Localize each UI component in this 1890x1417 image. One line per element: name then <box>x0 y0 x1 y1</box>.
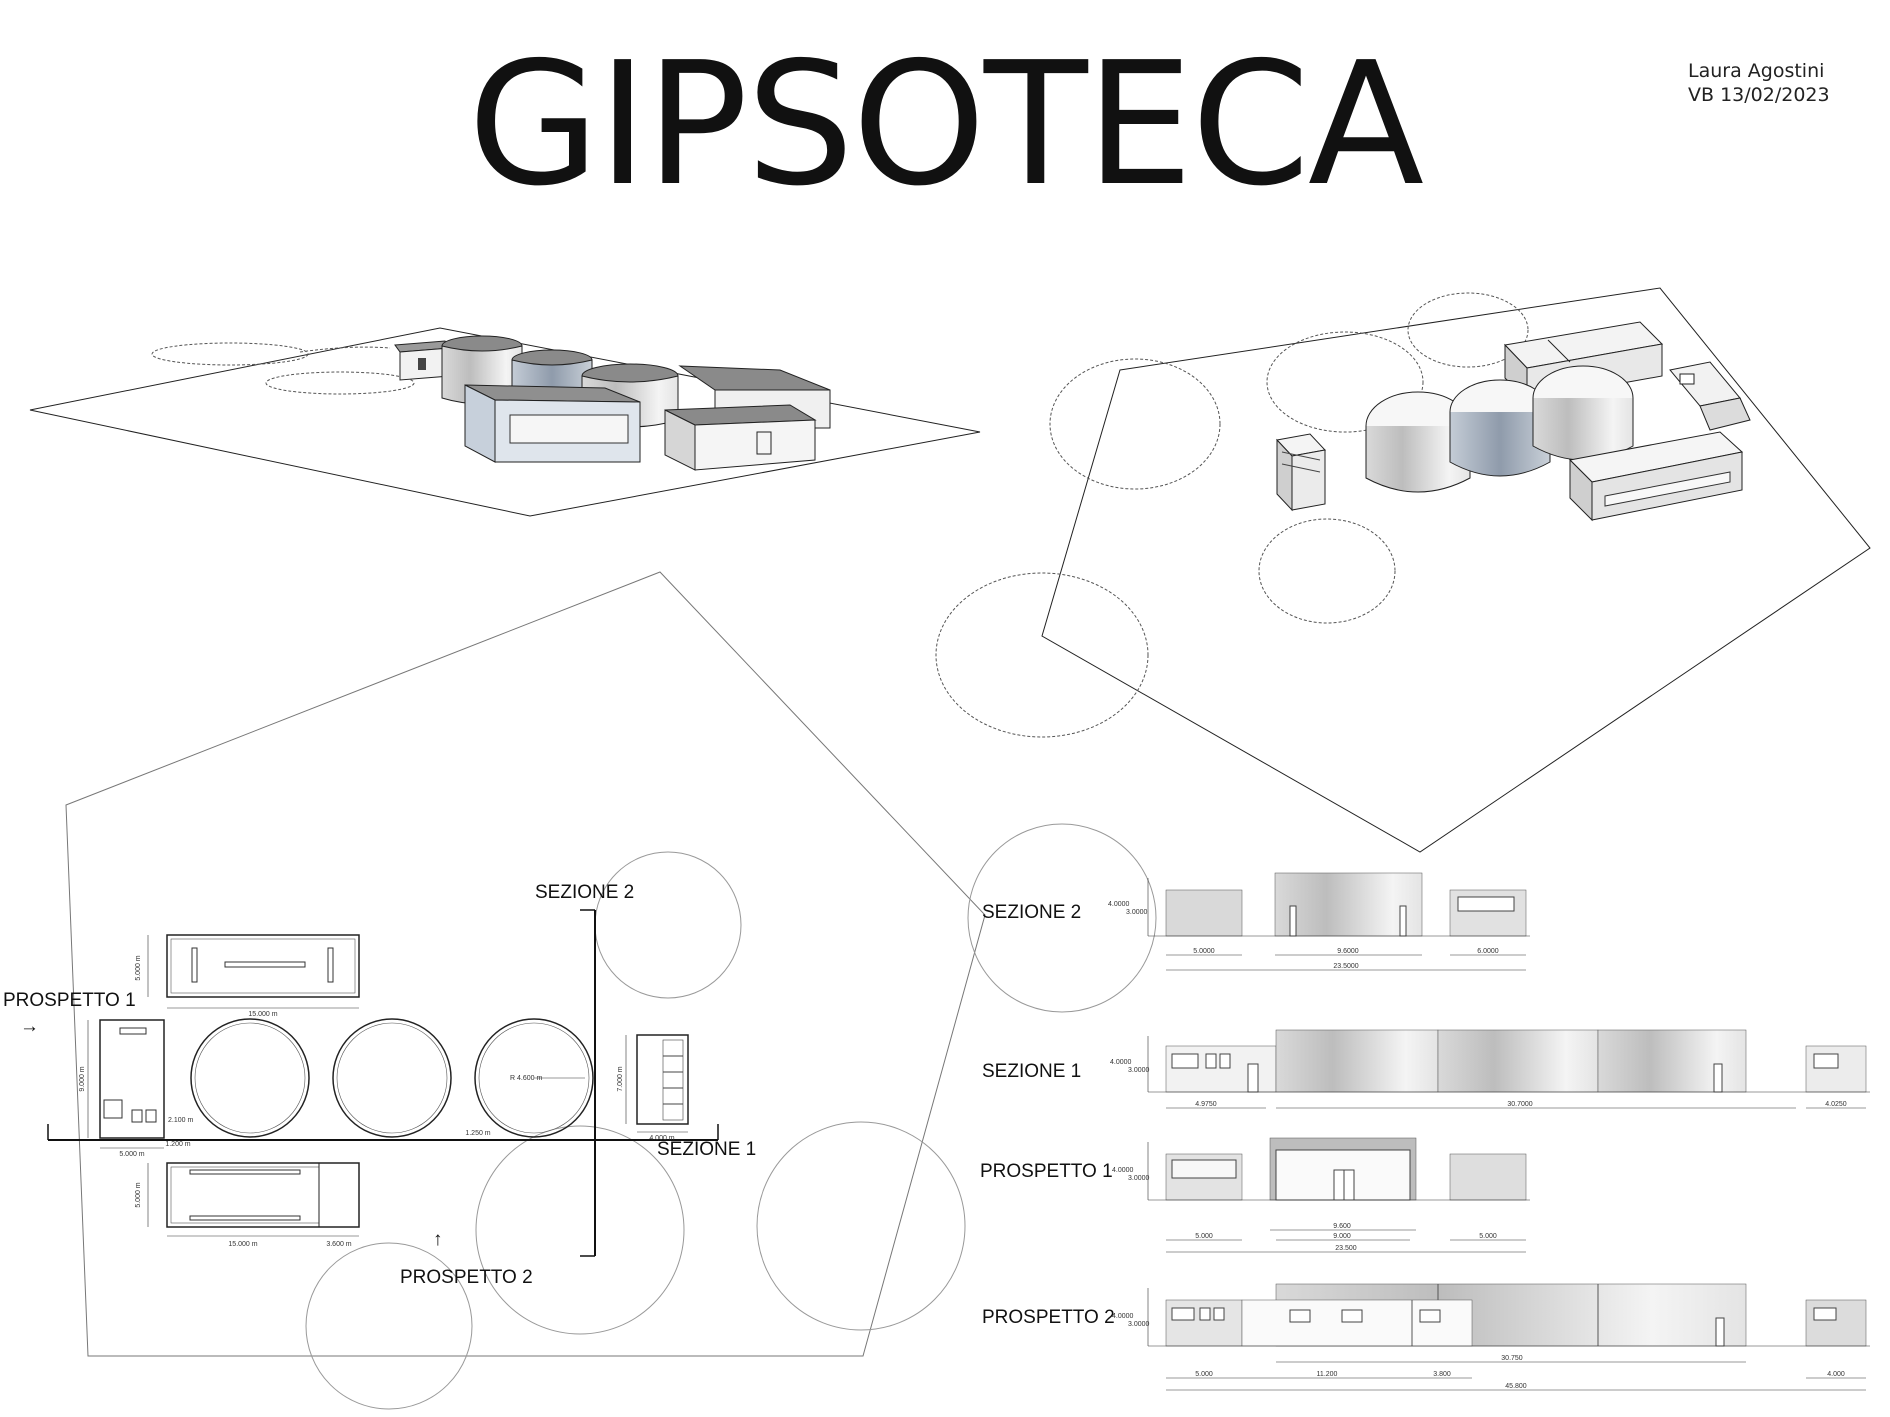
floor-plan: SEZIONE 2 SEZIONE 1 PROSPETTO 1 → PROSPE… <box>3 571 1157 1410</box>
elevation-label: SEZIONE 1 <box>982 1061 1081 1082</box>
dim-small-height: 2.100 m <box>168 1117 193 1124</box>
date-stamp: VB 13/02/2023 <box>1688 84 1830 106</box>
dim-height-total: 4.0000 <box>1108 901 1130 908</box>
elevation-sezione2: SEZIONE 2 4.0000 3.0000 5.0000 9.6000 6.… <box>982 872 1530 971</box>
dim-left-width: 5.000 m <box>119 1151 144 1158</box>
dim-5: 4.000 <box>1827 1371 1845 1378</box>
dim-3: 4.0250 <box>1825 1101 1847 1108</box>
dim-2: 9.600 <box>1333 1223 1351 1230</box>
dim-total: 23.5000 <box>1333 963 1358 970</box>
dim-1: 4.9750 <box>1195 1101 1217 1108</box>
dim-1: 5.0000 <box>1193 948 1215 955</box>
plan-label-sezione1: SEZIONE 1 <box>657 1139 756 1160</box>
dim-bottom-width-2: 3.600 m <box>326 1241 351 1248</box>
dim-right-width: 4.000 m <box>649 1135 674 1142</box>
elevation-label: PROSPETTO 1 <box>980 1161 1113 1182</box>
author-name: Laura Agostini <box>1688 60 1825 82</box>
arrow-up-icon: ↑ <box>433 1229 443 1250</box>
dim-total: 23.500 <box>1335 1245 1357 1252</box>
dim-bottom-height: 5.000 m <box>135 1182 142 1207</box>
dim-bottom-width: 15.000 m <box>228 1241 257 1248</box>
dim-height-total: 4.0000 <box>1110 1059 1132 1066</box>
elevation-prospetto2: PROSPETTO 2 4.0000 3.0000 30.750 5.000 1… <box>982 1283 1870 1391</box>
dim-right-height: 7.000 m <box>617 1066 624 1091</box>
dim-3: 6.0000 <box>1477 948 1499 955</box>
dim-height-total: 4.0000 <box>1112 1313 1134 1320</box>
dim-top-height: 5.000 m <box>135 955 142 980</box>
dim-1: 5.000 <box>1195 1371 1213 1378</box>
dim-4: 5.000 <box>1479 1233 1497 1240</box>
dim-2: 30.7000 <box>1507 1101 1532 1108</box>
dim-left-height: 9.000 m <box>79 1066 86 1091</box>
plan-label-prospetto1: PROSPETTO 1 <box>3 990 136 1011</box>
plan-label-sezione2: SEZIONE 2 <box>535 882 634 903</box>
elevation-prospetto1: PROSPETTO 1 4.0000 3.0000 9.600 5.000 9.… <box>980 1137 1530 1253</box>
page-title: GIPSOTECA <box>467 26 1424 224</box>
axonometric-view-right <box>935 287 1871 853</box>
dim-2: 9.6000 <box>1337 948 1359 955</box>
dim-height-wall: 3.0000 <box>1128 1321 1150 1328</box>
dim-1: 5.000 <box>1195 1233 1213 1240</box>
dim-total: 45.800 <box>1505 1383 1527 1390</box>
dim-3: 3.800 <box>1433 1371 1451 1378</box>
dim-top-width: 15.000 m <box>248 1011 277 1018</box>
axonometric-view-left <box>29 327 981 517</box>
dim-neck: 1.250 m <box>465 1130 490 1137</box>
dim-3: 9.000 <box>1333 1233 1351 1240</box>
elevation-label: PROSPETTO 2 <box>982 1307 1115 1328</box>
arrow-right-icon: → <box>20 1016 39 1037</box>
dim-height-wall: 3.0000 <box>1128 1175 1150 1182</box>
dim-4: 30.750 <box>1501 1355 1523 1362</box>
dim-height-wall: 3.0000 <box>1126 909 1148 916</box>
elevation-label: SEZIONE 2 <box>982 902 1081 923</box>
dim-2: 11.200 <box>1317 1371 1338 1378</box>
dim-radius: R 4.600 m <box>510 1075 542 1082</box>
plan-label-prospetto2: PROSPETTO 2 <box>400 1267 533 1288</box>
dim-height-total: 4.0000 <box>1112 1167 1134 1174</box>
elevation-sezione1: SEZIONE 1 4.0000 3.0000 4.9750 30.7000 4… <box>982 1029 1870 1109</box>
dim-gap-width: 1.200 m <box>165 1141 190 1148</box>
dim-height-wall: 3.0000 <box>1128 1067 1150 1074</box>
